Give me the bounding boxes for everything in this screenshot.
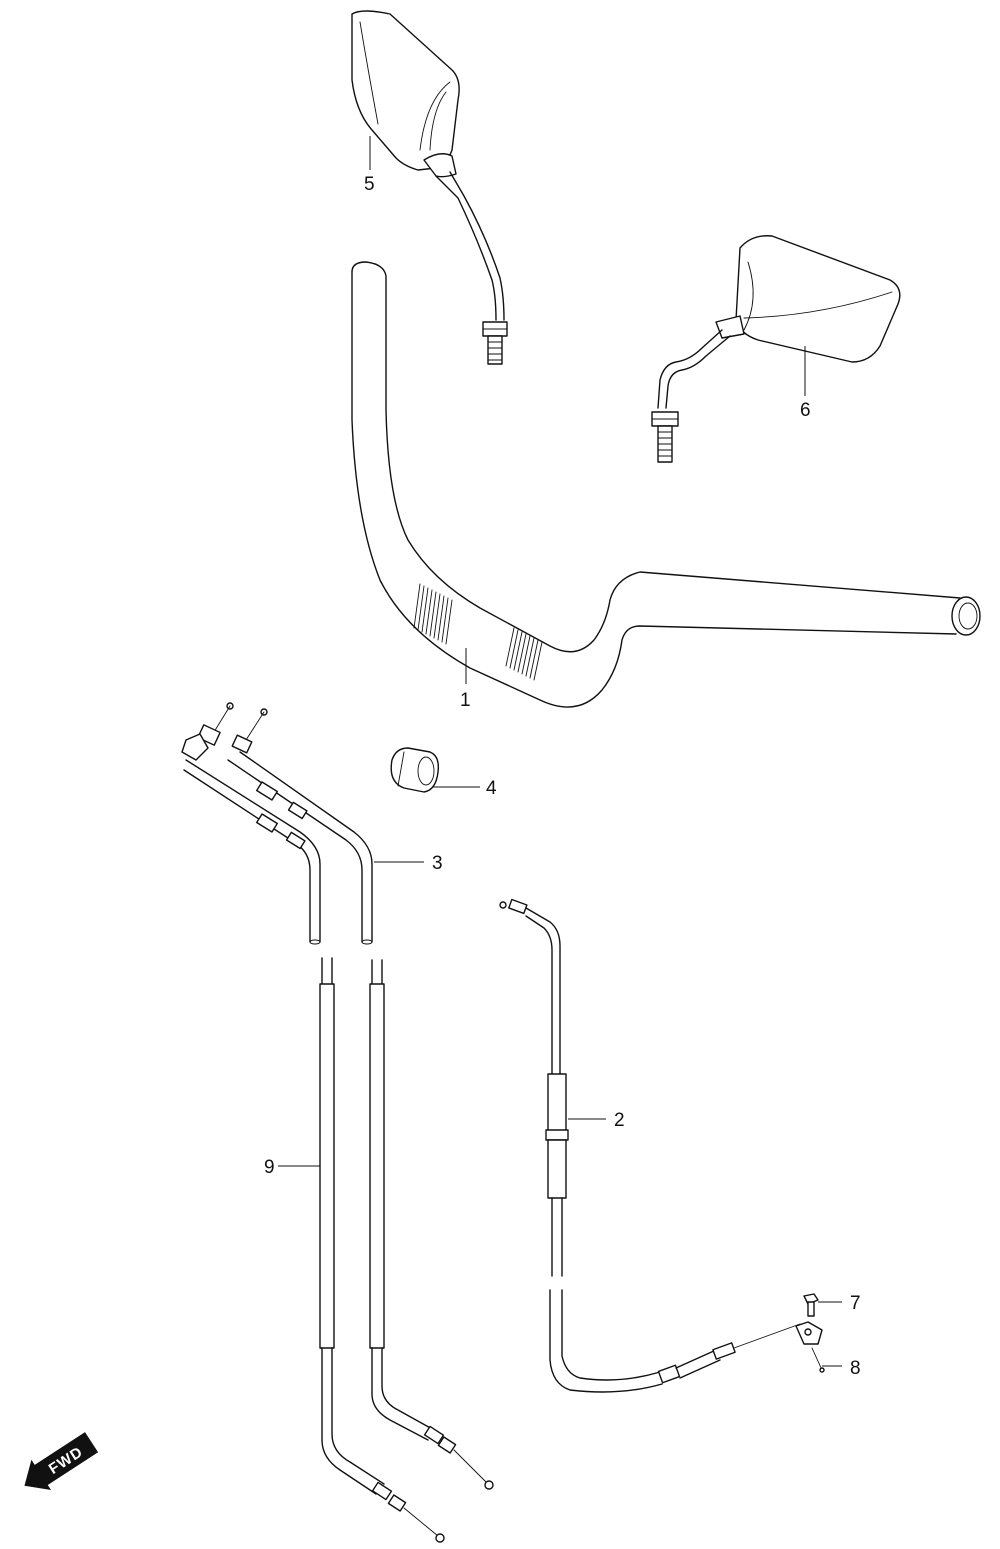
control-cable[interactable] [499,898,801,1393]
knurl-section-right [505,627,543,681]
throttle-cable-upper[interactable] [181,702,373,945]
callout-4: 4 [486,778,497,799]
leader-lines [278,136,842,1367]
bolt[interactable] [803,1293,819,1317]
left-mirror[interactable] [351,10,508,365]
callout-1: 1 [460,690,471,711]
callout-9: 9 [264,1157,275,1178]
cable-clamp[interactable] [390,747,440,793]
callout-8: 8 [850,1358,861,1379]
knurl-section-left [413,583,453,645]
callout-3: 3 [432,853,443,874]
callout-6: 6 [800,400,811,421]
callout-2: 2 [614,1110,625,1131]
callout-5: 5 [364,174,375,195]
callout-7: 7 [850,1293,861,1314]
fwd-direction-arrow: FWD [24,1432,99,1490]
handlebar[interactable] [351,261,981,708]
right-mirror[interactable] [651,235,901,463]
throttle-cable-lower[interactable] [319,957,494,1543]
cable-holder[interactable] [795,1321,825,1373]
